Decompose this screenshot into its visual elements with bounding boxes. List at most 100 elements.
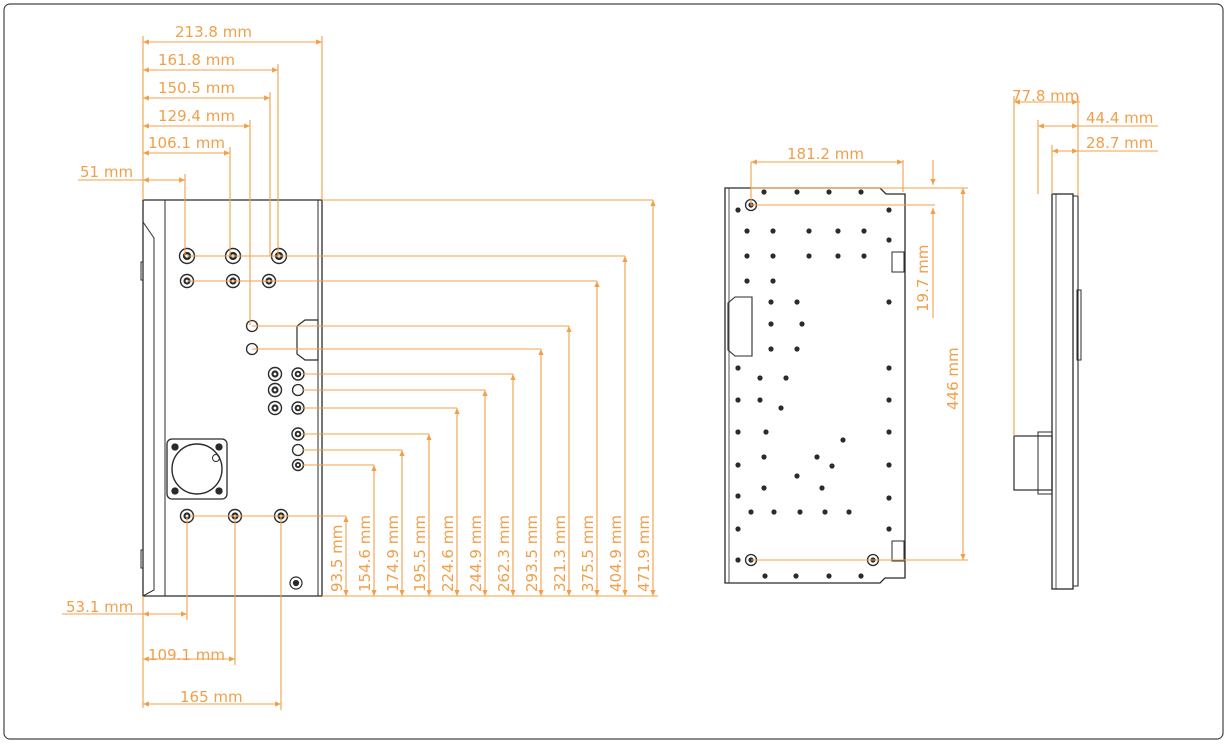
mounting-screw-icon <box>861 228 867 234</box>
back-width-label: 181.2 mm <box>787 145 864 163</box>
front-side-profile <box>142 221 155 597</box>
mounting-screw-icon <box>735 429 741 435</box>
width-label: 165 mm <box>180 688 243 706</box>
depth-label: 44.4 mm <box>1086 109 1153 127</box>
height-label: 93.5 mm <box>328 525 346 592</box>
mounting-screw-icon <box>744 278 750 284</box>
mounting-screw-icon <box>886 495 892 501</box>
back-handle <box>727 296 753 357</box>
mounting-screw-icon <box>840 437 846 443</box>
mounting-screw-icon <box>289 576 303 590</box>
height-label: 195.5 mm <box>411 515 429 592</box>
mounting-screw-icon <box>771 509 777 515</box>
height-label: 471.9 mm <box>635 515 653 592</box>
outer-frame <box>3 3 1224 740</box>
height-label: 375.5 mm <box>579 515 597 592</box>
mounting-screw-icon <box>768 299 774 305</box>
mounting-screw-icon <box>858 189 864 195</box>
mounting-screw-icon <box>886 526 892 532</box>
height-label: 321.3 mm <box>551 515 569 592</box>
width-label: 51 mm <box>80 163 133 181</box>
mounting-screw-icon <box>761 189 767 195</box>
mounting-screw-icon <box>826 189 832 195</box>
circular-connector-icon <box>166 438 228 500</box>
mounting-screw-icon <box>829 463 835 469</box>
width-label: 161.8 mm <box>158 51 235 69</box>
mounting-screw-icon <box>770 228 776 234</box>
side-view <box>1013 193 1082 590</box>
mounting-screw-icon <box>744 253 750 259</box>
height-label: 262.3 mm <box>495 515 513 592</box>
mounting-screw-icon <box>748 509 754 515</box>
height-label: 244.9 mm <box>467 515 485 592</box>
depth-label: 77.8 mm <box>1012 87 1079 105</box>
mounting-screw-icon <box>794 346 800 352</box>
mounting-screw-icon <box>735 365 741 371</box>
mounting-screw-icon <box>794 189 800 195</box>
mounting-screw-icon <box>858 573 864 579</box>
mounting-screw-icon <box>814 454 820 460</box>
width-label: 129.4 mm <box>158 107 235 125</box>
mounting-screw-icon <box>794 299 800 305</box>
bnc-connector-icon <box>267 400 283 416</box>
width-label: 213.8 mm <box>175 23 252 41</box>
mounting-screw-icon <box>835 253 841 259</box>
back-view <box>724 187 906 584</box>
height-label: 224.6 mm <box>439 515 457 592</box>
mounting-screw-icon <box>757 375 763 381</box>
height-label: 174.9 mm <box>384 515 402 592</box>
mounting-screw-icon <box>768 321 774 327</box>
mounting-screw-icon <box>761 485 767 491</box>
led-indicator <box>291 443 305 457</box>
mounting-screw-icon <box>886 397 892 403</box>
dimension-layer: 213.8 mm 161.8 mm 150.5 mm 129.4 mm 106.1 mm… <box>62 23 1158 710</box>
led-indicator <box>291 383 305 397</box>
mounting-screw-icon <box>835 228 841 234</box>
mounting-screw-icon <box>822 509 828 515</box>
mounting-screw-icon <box>794 473 800 479</box>
mounting-screw-icon <box>762 573 768 579</box>
front-inner-lines <box>164 200 319 596</box>
mounting-screw-icon <box>806 228 812 234</box>
mounting-screw-icon <box>735 397 741 403</box>
mounting-screw-icon <box>744 228 750 234</box>
mounting-screw-icon <box>886 429 892 435</box>
mounting-screw-icon <box>826 573 832 579</box>
mounting-screw-icon <box>886 207 892 213</box>
height-label: 154.6 mm <box>356 515 374 592</box>
mounting-screw-icon <box>770 278 776 284</box>
mounting-screw-icon <box>799 321 805 327</box>
mounting-screw-icon <box>763 429 769 435</box>
mounting-screw-icon <box>886 299 892 305</box>
mounting-screw-icon <box>819 485 825 491</box>
mounting-screw-icon <box>761 454 767 460</box>
mounting-screw-icon <box>861 253 867 259</box>
width-label: 106.1 mm <box>148 134 225 152</box>
bnc-connector-icon <box>291 458 305 472</box>
front-connectors <box>178 247 305 524</box>
bnc-connector-icon <box>267 366 283 382</box>
back-offset-label: 19.7 mm <box>914 245 932 312</box>
height-label: 293.5 mm <box>523 515 541 592</box>
back-screws <box>735 189 892 579</box>
mounting-screw-icon <box>735 207 741 213</box>
mounting-screw-icon <box>806 253 812 259</box>
bnc-connector-icon <box>267 382 283 398</box>
mounting-screw-icon <box>768 346 774 352</box>
depth-label: 28.7 mm <box>1086 134 1153 152</box>
mounting-screw-icon <box>886 462 892 468</box>
width-label: 150.5 mm <box>158 79 235 97</box>
mounting-screw-icon <box>770 253 776 259</box>
mounting-screw-icon <box>735 493 741 499</box>
mounting-screw-icon <box>793 573 799 579</box>
mounting-screw-icon <box>846 509 852 515</box>
back-height-label: 446 mm <box>944 347 962 410</box>
width-label: 53.1 mm <box>66 598 133 616</box>
mounting-screw-icon <box>735 462 741 468</box>
mounting-screw-icon <box>735 526 741 532</box>
mounting-screw-icon <box>735 557 741 563</box>
mounting-screw-icon <box>757 397 763 403</box>
mounting-screw-icon <box>778 405 784 411</box>
